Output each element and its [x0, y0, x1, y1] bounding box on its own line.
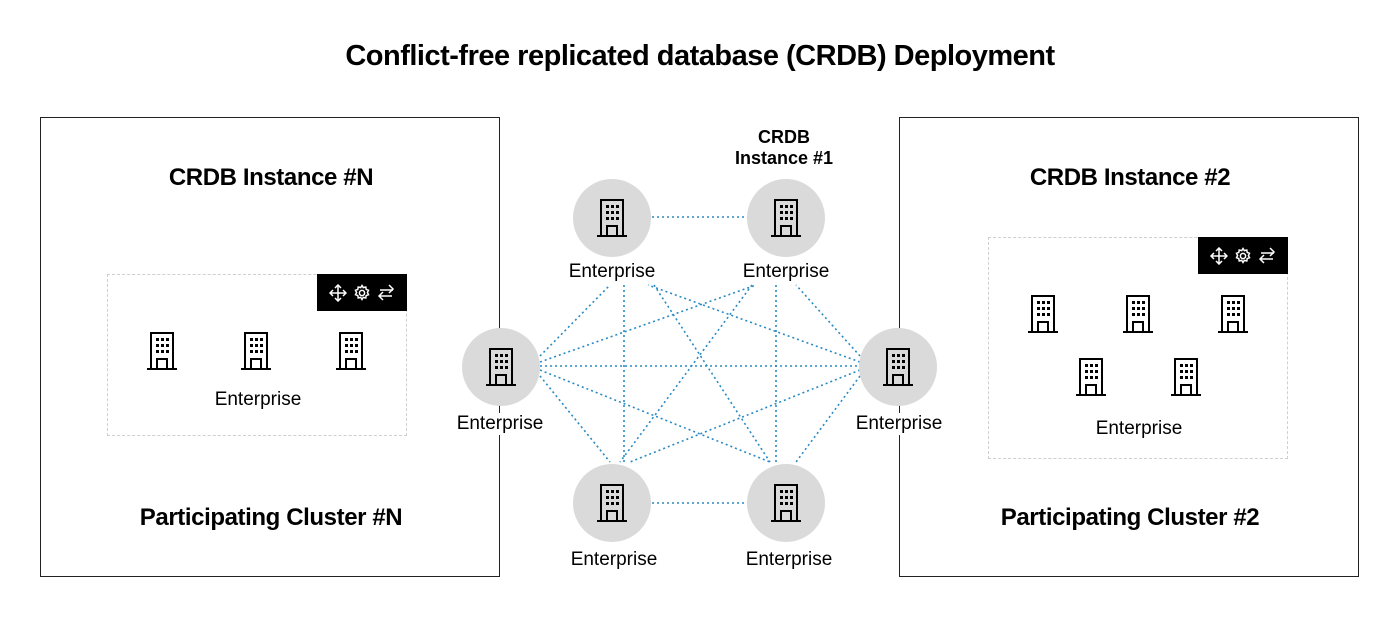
link-line	[795, 284, 861, 357]
enterprise-node	[573, 179, 651, 257]
link-line	[653, 284, 771, 463]
building-icon	[597, 199, 627, 237]
building-icon	[335, 331, 367, 376]
diagram-title: Conflict-free replicated database (CRDB)…	[345, 40, 1055, 72]
building-icon	[240, 331, 272, 376]
center-instance-line1: CRDB	[758, 127, 810, 147]
cluster-heading: Participating Cluster #2	[1000, 504, 1260, 531]
link-line	[629, 369, 861, 463]
center-instance-label: CRDB Instance #1	[722, 127, 846, 169]
enterprise-label: Enterprise	[570, 549, 658, 570]
swap-icon[interactable]	[1258, 246, 1276, 265]
cluster-panel-2: CRDB Instance #2 Enterprise Participatin…	[899, 117, 1359, 577]
link-line	[539, 375, 611, 463]
enterprise-label: Enterprise	[444, 413, 556, 435]
link-line	[619, 284, 753, 463]
link-line	[539, 284, 757, 363]
building-icon	[1122, 294, 1154, 339]
gear-icon[interactable]	[353, 283, 371, 302]
building-icon	[1170, 357, 1202, 402]
building-icon	[883, 348, 913, 386]
swap-icon[interactable]	[377, 283, 395, 302]
enterprise-label: Enterprise	[1095, 418, 1183, 439]
enterprise-node	[462, 328, 540, 406]
link-line	[539, 284, 611, 357]
link-line	[539, 369, 771, 463]
toolbar	[1198, 237, 1288, 274]
enterprise-group: Enterprise	[988, 237, 1288, 459]
move-icon[interactable]	[329, 283, 347, 302]
building-icon	[771, 199, 801, 237]
building-icon	[771, 484, 801, 522]
building-icon	[1217, 294, 1249, 339]
gear-icon[interactable]	[1234, 246, 1252, 265]
enterprise-group: Enterprise	[107, 274, 407, 436]
building-icon	[597, 484, 627, 522]
instance-heading: CRDB Instance #N	[168, 164, 374, 191]
enterprise-node	[859, 328, 937, 406]
enterprise-node	[747, 464, 825, 542]
enterprise-label: Enterprise	[568, 261, 656, 282]
center-instance-line2: Instance #1	[734, 148, 834, 168]
enterprise-label: Enterprise	[742, 261, 830, 282]
toolbar	[317, 274, 407, 311]
enterprise-node	[747, 179, 825, 257]
enterprise-node	[573, 464, 651, 542]
building-icon	[146, 331, 178, 376]
building-icon	[486, 348, 516, 386]
building-icon	[1075, 357, 1107, 402]
move-icon[interactable]	[1210, 246, 1228, 265]
cluster-panel-n: CRDB Instance #N Enterprise Participatin…	[40, 117, 500, 577]
enterprise-label: Enterprise	[745, 549, 833, 570]
enterprise-label: Enterprise	[844, 413, 954, 435]
building-icon	[1027, 294, 1059, 339]
cluster-heading: Participating Cluster #N	[139, 504, 403, 531]
instance-heading: CRDB Instance #2	[1029, 164, 1231, 191]
enterprise-label: Enterprise	[214, 389, 302, 410]
